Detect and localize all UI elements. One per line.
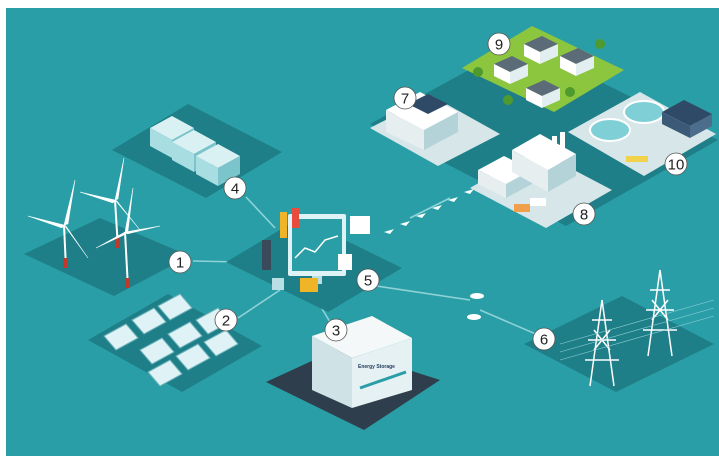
city-platform [370,42,718,226]
delivery-truck [530,198,546,206]
house [560,48,594,76]
badge-solar-farm: 2 [214,308,238,332]
badge-number: 8 [580,207,588,224]
transmission-tower [643,269,677,357]
control-center [226,208,402,312]
chimney [552,136,557,154]
container-side [352,338,412,408]
badge-circle [393,86,417,110]
tree [595,39,605,49]
battery-storage: Energy Storage [266,316,440,430]
badge-control-center: 5 [356,268,380,292]
badge-number: 7 [401,91,409,108]
power-grid [524,269,715,392]
badge-circle [168,250,192,274]
chart-panel [338,254,352,270]
solar-panel [157,293,193,321]
wind-turbine [27,179,89,269]
badge-circle [223,176,247,200]
badge-generators: 4 [223,176,247,200]
data-cylinder [292,208,299,228]
treatment-tank [623,100,665,124]
badge-circle [487,32,511,56]
delivery-truck [514,204,530,212]
generators [112,104,282,198]
yellow-pool [626,156,648,162]
relay-node [470,293,484,299]
solar-panel [139,337,175,365]
solar-farm-platform [88,294,262,392]
badge-number: 9 [495,37,503,54]
badge-wind-farm: 1 [168,250,192,274]
chart-panel [272,278,284,290]
generator-unit [196,144,240,186]
badge-industrial-plant: 8 [572,202,596,226]
badge-water-treatment: 10 [664,152,688,176]
house [494,56,528,84]
chart-panel [350,216,370,234]
badge-circle [214,308,238,332]
container-front [312,336,352,408]
badge-number: 4 [231,181,239,198]
badge-circle [324,318,348,342]
number-badges: 1 2 3 4 5 6 7 8 9 10 [168,32,688,351]
commercial-building [370,92,500,166]
data-cylinder [280,212,287,238]
pump-house [662,100,712,126]
solar-panel [167,321,203,349]
container-label: Energy Storage [358,364,395,370]
solar-farm [88,293,262,392]
tree [565,87,575,97]
solar-panel [203,329,239,357]
chimney [560,132,565,150]
badge-number: 6 [540,332,548,349]
badge-number: 2 [222,313,230,330]
solar-panel [175,343,211,371]
badge-battery-storage: 3 [324,318,348,342]
treatment-tank [589,118,631,142]
badge-number: 3 [332,323,340,340]
badge-residential-homes: 9 [487,32,511,56]
badge-power-grid: 6 [532,327,556,351]
wind-turbine [95,187,161,289]
tree [503,95,513,105]
wind-farm [24,157,190,296]
solar-panel [147,359,183,387]
badge-commercial-building: 7 [393,86,417,110]
house [524,36,558,64]
server-rack [262,240,271,270]
data-flow-arrows [384,189,474,234]
tree [473,67,483,77]
relay-node [467,314,481,320]
badge-circle [532,327,556,351]
badge-number: 5 [364,273,372,290]
badge-number: 10 [668,157,685,174]
solar-panel [103,323,139,351]
solar-panel [131,307,167,335]
badge-number: 1 [176,255,184,272]
badge-circle [356,268,380,292]
house [526,80,560,108]
wind-turbine [79,157,141,249]
badge-circle [664,152,688,176]
container-top [312,316,412,358]
badge-circle [572,202,596,226]
chart-panel [300,278,318,292]
